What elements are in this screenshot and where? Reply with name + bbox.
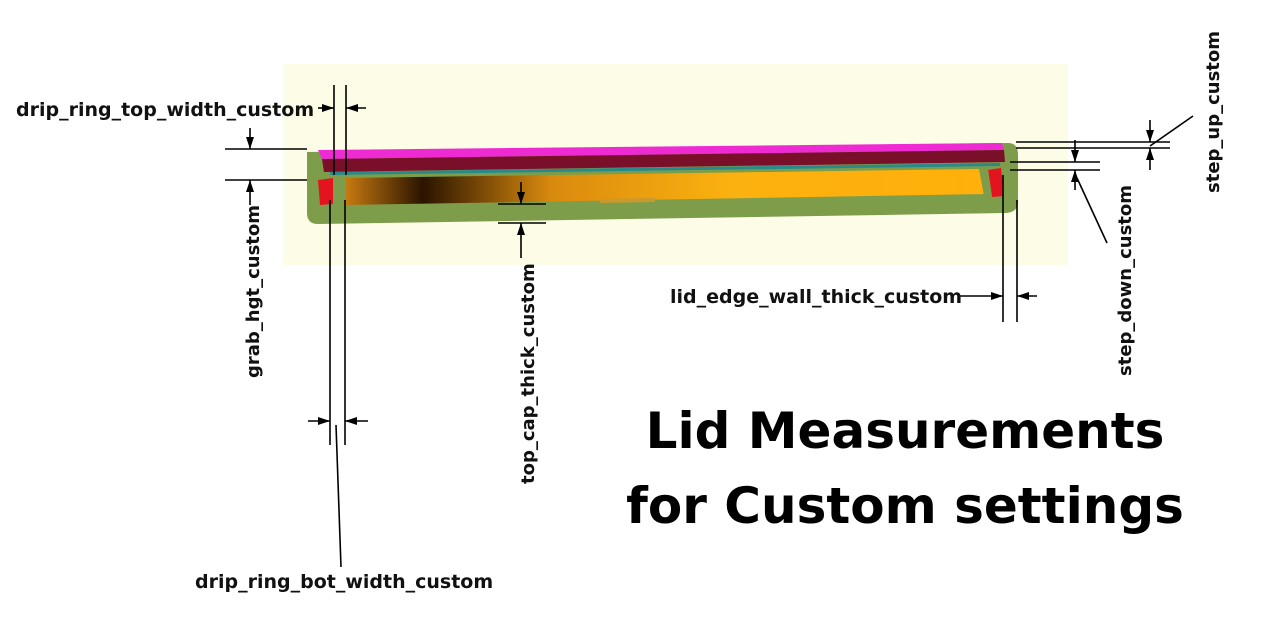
label-grab-hgt: grab_hgt_custom xyxy=(243,205,264,378)
label-step-up: step_up_custom xyxy=(1203,31,1224,193)
dim-step-down xyxy=(1010,140,1108,244)
label-drip-ring-bot-width: drip_ring_bot_width_custom xyxy=(195,571,493,593)
dim-drip-ring-top-width xyxy=(318,85,366,175)
dim-grab-hgt xyxy=(225,128,307,205)
lid-cross-section xyxy=(307,143,1018,224)
diagram-title-line2: for Custom settings xyxy=(626,477,1184,535)
diagram-title-line1: Lid Measurements xyxy=(646,402,1165,460)
inner-ridge-left xyxy=(333,177,346,205)
top-cap-step xyxy=(600,198,655,203)
lid-top-surface xyxy=(318,143,1004,159)
drip-ring-left xyxy=(318,178,333,205)
dim-top-cap-thick xyxy=(498,182,546,258)
dim-drip-ring-bot-width xyxy=(308,200,368,568)
lid-teal-edge xyxy=(330,163,1000,175)
dim-step-up xyxy=(1016,115,1194,170)
dim-lid-edge-wall-thick xyxy=(958,175,1037,322)
label-step-down: step_down_custom xyxy=(1115,185,1136,376)
inner-ridge-right xyxy=(979,169,992,196)
lid-inner-band xyxy=(322,150,1005,172)
label-lid-edge-wall-thick: lid_edge_wall_thick_custom xyxy=(670,286,962,308)
lid-cavity xyxy=(346,169,986,205)
label-drip-ring-top-width: drip_ring_top_width_custom xyxy=(16,99,314,121)
drip-ring-right xyxy=(988,168,1004,197)
label-top-cap-thick: top_cap_thick_custom xyxy=(518,263,539,484)
